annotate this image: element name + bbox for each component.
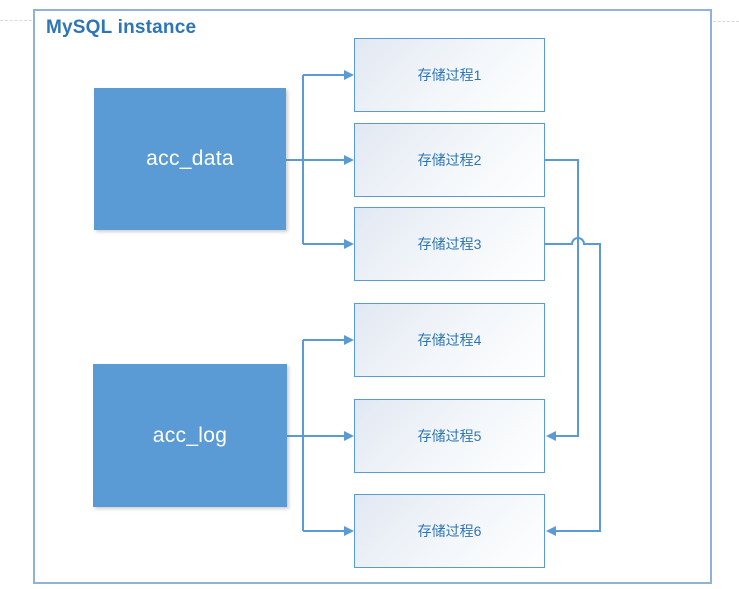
node-stored-proc-3: 存储过程3: [354, 207, 545, 281]
node-stored-proc-4: 存储过程4: [354, 303, 545, 377]
node-stored-proc-6: 存储过程6: [354, 494, 545, 568]
node-stored-proc-1: 存储过程1: [354, 38, 545, 112]
node-acc-data-label: acc_data: [146, 147, 234, 170]
node-stored-proc-6-label: 存储过程6: [417, 523, 482, 539]
node-stored-proc-2: 存储过程2: [354, 123, 545, 197]
node-stored-proc-1-label: 存储过程1: [417, 67, 482, 83]
guide-line-right: [713, 21, 739, 22]
guide-line-left: [0, 20, 32, 21]
node-stored-proc-4-label: 存储过程4: [417, 332, 482, 348]
node-acc-data: acc_data: [94, 88, 286, 230]
node-acc-log: acc_log: [93, 364, 287, 507]
node-stored-proc-5-label: 存储过程5: [417, 428, 482, 444]
node-stored-proc-5: 存储过程5: [354, 399, 545, 473]
node-stored-proc-2-label: 存储过程2: [417, 152, 482, 168]
node-acc-log-label: acc_log: [152, 423, 228, 447]
node-stored-proc-3-label: 存储过程3: [417, 236, 482, 252]
diagram-title: MySQL instance: [46, 17, 197, 38]
